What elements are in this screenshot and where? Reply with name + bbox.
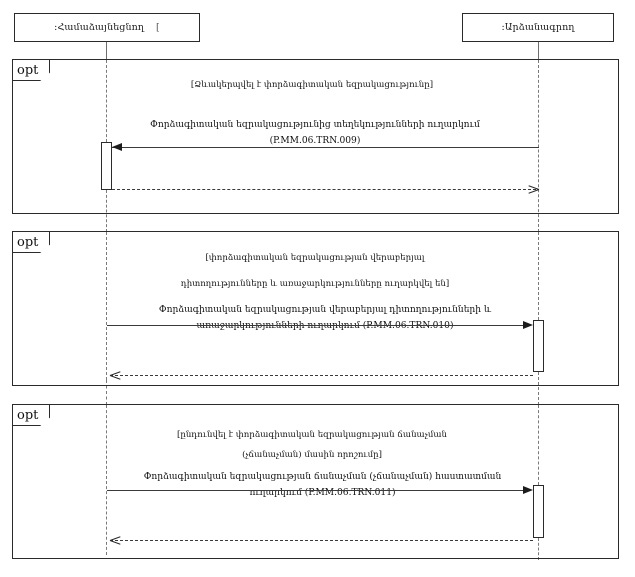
opt-fragment-1-operator-label: opt xyxy=(17,63,39,78)
lifeline-label-coordinator: :Համաձայնեցնող xyxy=(54,22,145,33)
lifeline-stem-coordinator-head xyxy=(106,42,107,60)
activation-bar-recorder-2 xyxy=(533,320,544,372)
message-2-line[interactable] xyxy=(107,325,523,326)
lifeline-head-coordinator[interactable]: :Համաձայնեցնող [ xyxy=(14,13,200,42)
message-1-label-line2: (P.MM.06.TRN.009) xyxy=(269,136,361,146)
lifeline-recorder-seg1 xyxy=(538,60,539,232)
lifeline-coordinator-seg2 xyxy=(106,190,107,232)
opt-fragment-1-tab xyxy=(12,59,50,81)
lifeline-label-recorder: :Արձանագրող xyxy=(501,22,575,33)
message-2-arrowhead xyxy=(523,320,533,329)
message-1-arrowhead xyxy=(112,142,122,151)
message-3-label-line1: Փորձագիտական եզրակացության ճանաչման (չճա… xyxy=(143,472,502,482)
message-2-label-line2: առաջարկությունների ուղարկում (P.MM.06.TR… xyxy=(196,321,454,331)
message-1-label-line1: Փորձագիտական եզրակացությունից տեղեկությո… xyxy=(150,120,480,130)
opt-fragment-2[interactable]: opt xyxy=(12,231,619,386)
lifeline-recorder-seg2 xyxy=(538,232,539,320)
opt-fragment-2-operator-label: opt xyxy=(17,235,39,250)
message-3-arrowhead xyxy=(523,485,533,494)
message-3-line[interactable] xyxy=(107,490,523,491)
opt-fragment-3[interactable]: opt xyxy=(12,404,619,559)
activation-bar-recorder-3 xyxy=(533,485,544,538)
lifeline-stem-recorder-head xyxy=(538,42,539,60)
lifeline-coordinator-seg3 xyxy=(106,232,107,380)
return-3-arrowhead xyxy=(109,535,121,546)
opt-fragment-2-guard-line1: [փորձագիտական եզրակացության վերաբերյալ xyxy=(205,253,425,263)
opt-fragment-1[interactable]: opt xyxy=(12,59,619,214)
opt-fragment-3-operator-label: opt xyxy=(17,408,39,423)
opt-fragment-3-guard-line1: [ընդունվել է փորձագիտական եզրակացության … xyxy=(177,430,447,440)
lifeline-recorder-seg5 xyxy=(538,538,539,560)
lifeline-coordinator-seg4 xyxy=(106,380,107,405)
message-2-label-line1: Փորձագիտական եզրակացության վերաբերյալ դի… xyxy=(158,305,492,315)
return-3-line[interactable] xyxy=(110,540,533,541)
return-1-line[interactable] xyxy=(112,189,536,190)
opt-fragment-2-guard-line2: դիտողությունները և առաջարկությունները ու… xyxy=(180,279,450,289)
return-2-line[interactable] xyxy=(110,375,533,376)
lifeline-head-recorder[interactable]: :Արձանագրող xyxy=(462,13,614,42)
lifeline-coordinator-seg5 xyxy=(106,405,107,555)
opt-fragment-3-guard-line2: (չճանաչման) մասին որոշումը] xyxy=(242,450,382,460)
return-2-arrowhead xyxy=(109,370,121,381)
lifeline-coordinator-seg1 xyxy=(106,60,107,142)
message-1-line[interactable] xyxy=(112,147,539,148)
opt-fragment-2-tab xyxy=(12,231,50,253)
opt-fragment-3-tab xyxy=(12,404,50,426)
message-3-label-line2: ուղարկում (P.MM.06.TRN.011) xyxy=(249,488,396,498)
lifeline-recorder-seg3 xyxy=(538,372,539,405)
return-1-arrowhead xyxy=(528,184,540,195)
lifeline-head-extra-mark: [ xyxy=(156,22,160,33)
activation-bar-coordinator-1 xyxy=(101,142,112,190)
lifeline-recorder-seg4 xyxy=(538,405,539,485)
opt-fragment-1-guard: [Ձևակերպվել է փորձագիտական եզրակացությու… xyxy=(190,80,434,90)
